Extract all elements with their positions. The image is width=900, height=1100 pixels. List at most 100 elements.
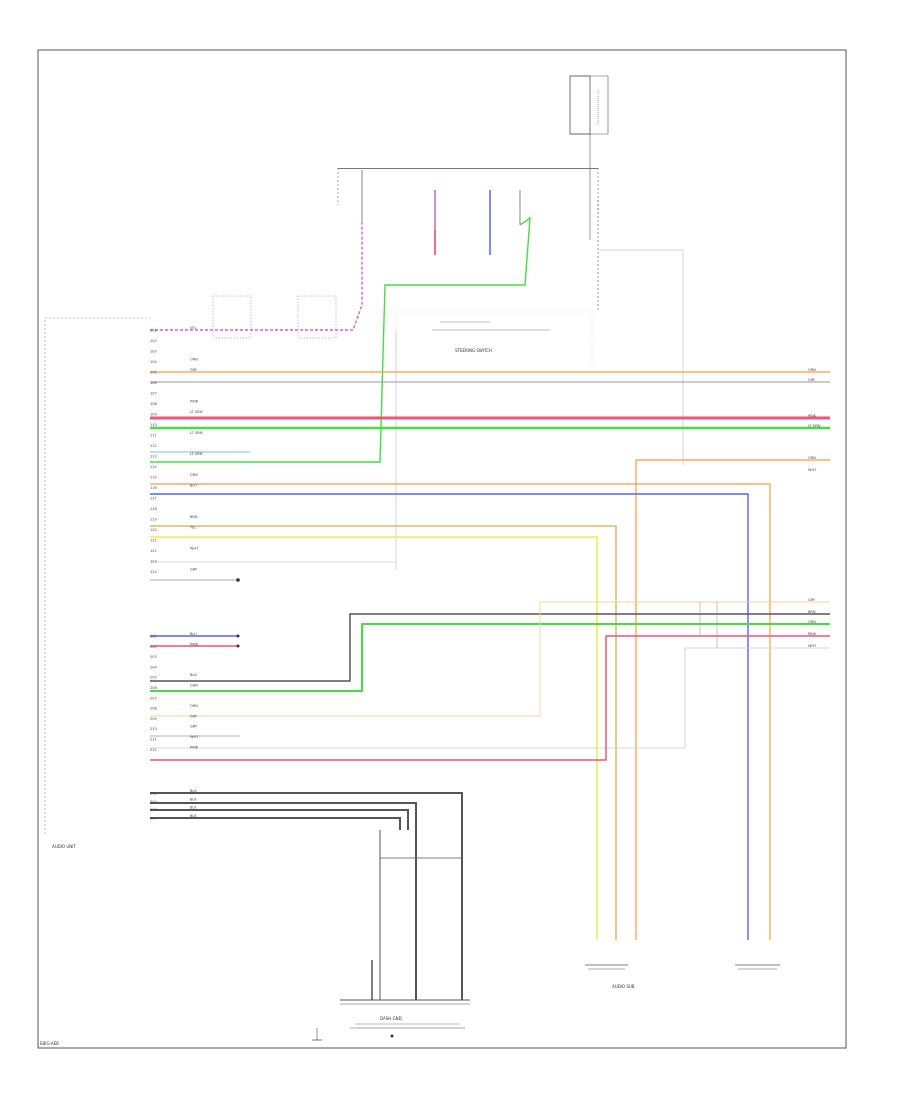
- speaker-right: [735, 964, 780, 970]
- wire-color-code: BLU: [190, 484, 197, 488]
- wire-black-2: [150, 613, 830, 682]
- audio-unit-label: AUDIO UNIT: [52, 844, 76, 849]
- pin-number: 107: [150, 392, 157, 396]
- wire-orange-2: [150, 483, 771, 940]
- pin-number: 122: [150, 549, 157, 553]
- right-wire-code: BRN: [808, 610, 816, 614]
- right-wire-code: LT GRN: [808, 424, 821, 428]
- pin-number: 101: [150, 329, 157, 333]
- pin-number: 124: [150, 570, 157, 574]
- pin-number: 119: [150, 518, 157, 522]
- pin-number: 123: [150, 560, 157, 564]
- steering-switch-label: STEERING SWITCH: [455, 348, 492, 353]
- right-wire-code: GRY: [808, 598, 816, 602]
- pin-number: 207: [150, 696, 157, 700]
- pin-number: 105: [150, 371, 157, 375]
- pin-number: 212: [150, 748, 157, 752]
- pin-number: 303: [150, 808, 157, 812]
- wire-color-code: GRY: [190, 568, 198, 572]
- right-wire-code: GRN: [808, 620, 816, 624]
- pin-number: 121: [150, 539, 157, 543]
- wire-blue-1: [150, 493, 749, 940]
- wire-color-code: ORN: [190, 358, 198, 362]
- pin-number: 208: [150, 707, 157, 711]
- pin-list-1: 101VEL102103104ORN105GRY106107108PINK109…: [150, 326, 203, 574]
- pin-number: 203: [150, 655, 157, 659]
- pin-number: 302: [150, 800, 157, 804]
- pin-number: 301: [150, 792, 157, 796]
- pin-number: 104: [150, 360, 157, 364]
- right-wire-code: GRY: [808, 378, 816, 382]
- wire-color-code: BLK: [190, 797, 197, 801]
- wire-green-top: [150, 216, 531, 463]
- pin-number: 205: [150, 676, 157, 680]
- pin-list-2: 201BLU202PINK203204205BLK206GRN207208ORN…: [150, 632, 199, 752]
- pin-number: 108: [150, 402, 157, 406]
- right-wire-code: ORN: [808, 456, 816, 460]
- pin-number: 112: [150, 444, 157, 448]
- pin-number: 209: [150, 717, 157, 721]
- wire-tan-1: [150, 525, 617, 940]
- right-wire-code: ORN: [808, 368, 816, 372]
- pin-number: 113: [150, 455, 157, 459]
- dash-gnd-label: DASH GND: [380, 1016, 402, 1021]
- wire-color-code: WHT: [190, 547, 199, 551]
- wire-yellow-1: [150, 536, 598, 940]
- ground-area: [312, 830, 470, 1041]
- pin-number: 116: [150, 486, 157, 490]
- wire-color-code: BLU: [190, 632, 197, 636]
- pin-number: 110: [150, 423, 157, 427]
- speaker-left: [585, 964, 628, 970]
- wire-color-code: GRN: [190, 684, 198, 688]
- wire-color-code: GRY: [190, 368, 198, 372]
- wire-color-code: WHT: [190, 735, 199, 739]
- steering-switch: [395, 311, 593, 570]
- wire-color-code: LT GRN: [190, 410, 203, 414]
- wire-color-code: ORN: [190, 473, 198, 477]
- wire-black-3c: [150, 809, 409, 830]
- wire-color-code: GRY: [190, 725, 198, 729]
- pin-number: 109: [150, 413, 157, 417]
- wire-orange-3: [635, 459, 830, 940]
- wire-color-code: VEL: [190, 326, 197, 330]
- wire-color-code: ORN: [190, 704, 198, 708]
- pin-number: 304: [150, 816, 157, 820]
- wire-black-3d: [150, 817, 401, 830]
- right-wire-code: WHT: [808, 644, 817, 648]
- wire-color-code: BLK: [190, 673, 197, 677]
- wire-color-code: BRN: [190, 515, 198, 519]
- wire-color-code: BLK: [190, 806, 197, 810]
- pin-number: 114: [150, 465, 157, 469]
- wire-white-2: [150, 647, 830, 749]
- wire-violet-top: [150, 222, 363, 331]
- right-wire-code: PINK: [808, 632, 817, 636]
- pin-number: 106: [150, 381, 157, 385]
- wire-green-2: [150, 623, 830, 692]
- audio-sub-label: AUDIO SUB: [612, 984, 635, 989]
- wire-color-code: PINK: [190, 642, 199, 646]
- wire-color-code: LT GRN: [190, 431, 203, 435]
- pin-number: 211: [150, 738, 157, 742]
- pin-number: 201: [150, 635, 157, 639]
- fuse-block-left: [337, 168, 599, 255]
- wire-color-code: PINK: [190, 400, 199, 404]
- page-code: EBIG-AEB: [40, 1041, 59, 1046]
- pin-number: 115: [150, 476, 157, 480]
- wire-pink-3: [150, 635, 830, 761]
- wire-color-code: YEL: [190, 526, 196, 530]
- right-wire-code: WHT: [808, 468, 817, 472]
- wire-orange-4: [150, 601, 830, 717]
- pin-number: 210: [150, 727, 157, 731]
- wire-color-code: BLK: [190, 814, 197, 818]
- pin-number: 202: [150, 645, 157, 649]
- pin-number: 204: [150, 665, 157, 669]
- connector-pair: [212, 295, 337, 339]
- pin-number: 118: [150, 507, 157, 511]
- pin-number: 111: [150, 434, 157, 438]
- diagram-border: [37, 49, 847, 1049]
- wire-black-3b: [150, 802, 417, 1000]
- pin-number: 103: [150, 350, 157, 354]
